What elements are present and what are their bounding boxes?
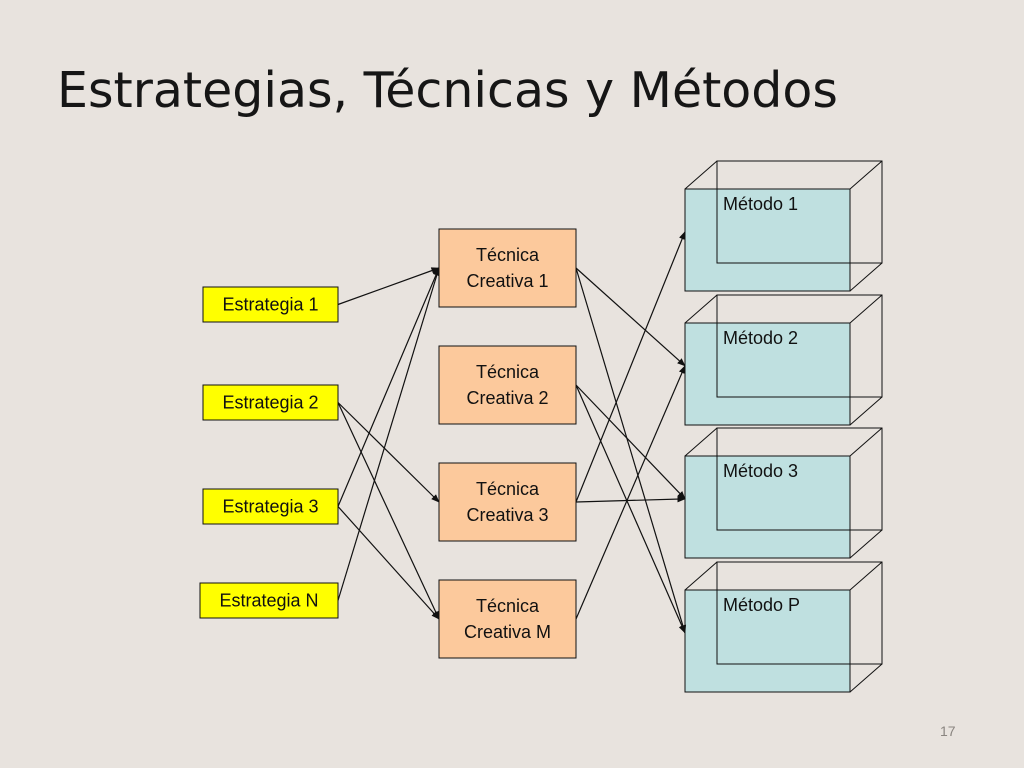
- page-number: 17: [940, 723, 956, 739]
- technique-label-line: Técnica: [476, 479, 540, 499]
- link-arrow-t2-mP: [575, 384, 686, 634]
- method-node-m1: Método 1: [684, 160, 883, 292]
- link-arrow-t3-m1: [575, 231, 686, 503]
- strategy-label: Estrategia 1: [222, 295, 318, 315]
- method-node-m2: Método 2: [684, 294, 883, 426]
- link-arrow-e2-t3: [337, 402, 440, 503]
- strategy-node-e3: Estrategia 3: [202, 488, 339, 525]
- method-box-edge: [849, 396, 883, 426]
- technique-label-line: Creativa 3: [466, 505, 548, 525]
- technique-label-line: Creativa 2: [466, 388, 548, 408]
- strategy-box: [202, 384, 339, 421]
- method-box-edge: [849, 427, 883, 457]
- strategy-box: [199, 582, 339, 619]
- method-box-edge: [684, 294, 718, 324]
- technique-label-line: Creativa 1: [466, 271, 548, 291]
- strategy-box: [202, 488, 339, 525]
- method-box-edge: [684, 160, 718, 190]
- method-box-front: [684, 322, 851, 426]
- method-box-edge: [849, 294, 883, 324]
- technique-label-line: Creativa M: [464, 622, 551, 642]
- method-box-edge: [849, 160, 883, 190]
- method-node-mP: Método P: [684, 561, 883, 693]
- strategy-label: Estrategia N: [219, 591, 318, 611]
- strategy-label: Estrategia 3: [222, 497, 318, 517]
- technique-label-line: Técnica: [476, 596, 540, 616]
- link-arrow-t1-mP: [575, 267, 687, 634]
- method-box-edge: [849, 663, 883, 693]
- link-arrow-eN-t1: [337, 267, 441, 601]
- technique-label-line: Técnica: [476, 362, 540, 382]
- method-box-edge: [849, 561, 883, 591]
- link-arrow-e1-t1: [337, 267, 440, 306]
- link-arrow-e2-tM: [337, 402, 440, 620]
- link-arrow-e3-t1: [337, 267, 440, 507]
- link-arrow-t3-m3: [575, 495, 686, 503]
- method-box-front: [684, 455, 851, 559]
- method-label: Método 1: [723, 194, 798, 214]
- method-label: Método 2: [723, 328, 798, 348]
- technique-box: [438, 345, 577, 425]
- technique-label-line: Técnica: [476, 245, 540, 265]
- link-arrow-t2-m3: [575, 384, 686, 500]
- link-arrow-t1-m2: [575, 267, 686, 367]
- method-label: Método P: [723, 595, 800, 615]
- strategy-label: Estrategia 2: [222, 393, 318, 413]
- technique-box: [438, 579, 577, 659]
- method-box-front: [684, 589, 851, 693]
- method-box-edge: [684, 561, 718, 591]
- link-arrow-e3-tM: [337, 506, 440, 620]
- technique-box: [438, 462, 577, 542]
- method-node-m3: Método 3: [684, 427, 883, 559]
- method-box-edge: [849, 262, 883, 292]
- method-box-edge: [849, 529, 883, 559]
- method-label: Método 3: [723, 461, 798, 481]
- method-box-edge: [684, 427, 718, 457]
- strategy-box: [202, 286, 339, 323]
- method-box-front: [684, 188, 851, 292]
- technique-box: [438, 228, 577, 308]
- strategy-node-eN: Estrategia N: [199, 582, 339, 619]
- strategy-node-e1: Estrategia 1: [202, 286, 339, 323]
- slide-title: Estrategias, Técnicas y Métodos: [57, 62, 838, 119]
- strategy-node-e2: Estrategia 2: [202, 384, 339, 421]
- link-arrow-tM-m2: [575, 365, 686, 620]
